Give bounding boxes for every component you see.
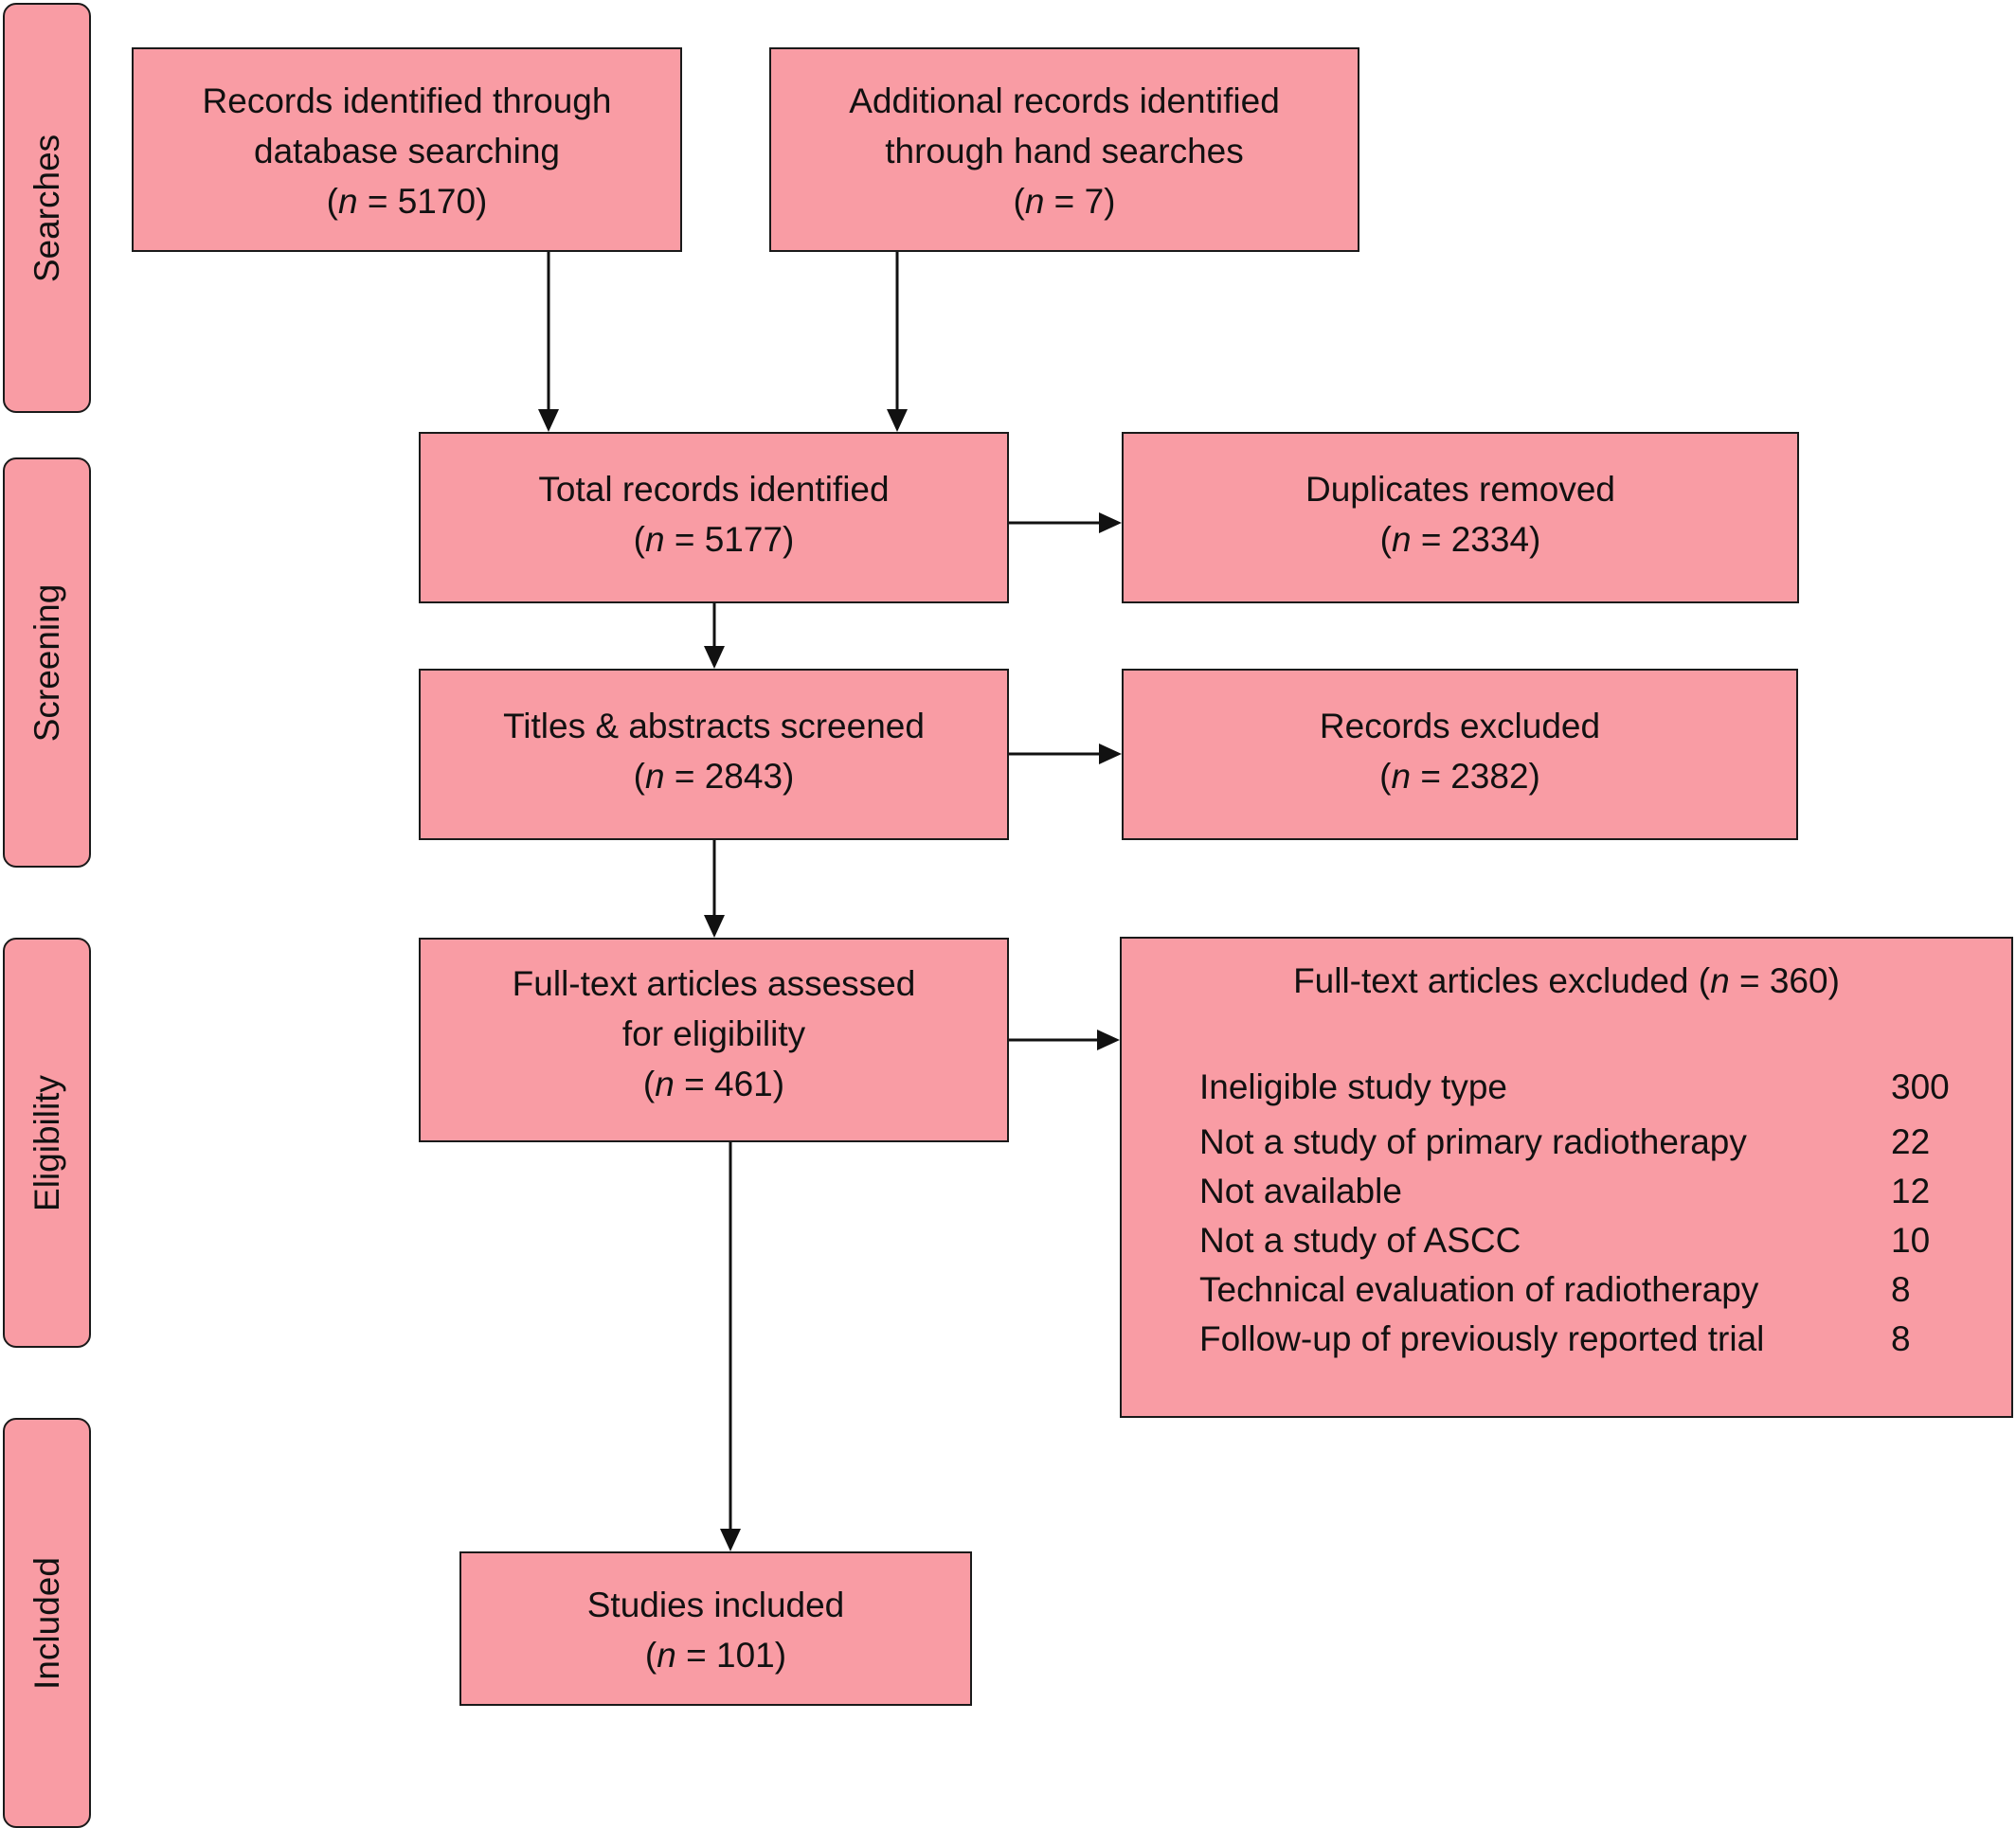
hand-search-records-box: Additional records identified through ha… xyxy=(769,47,1359,252)
database-records-line-1: Records identified through xyxy=(202,81,612,120)
fulltext-assessed-count: (n = 461) xyxy=(642,1065,785,1103)
stage-included: Included xyxy=(3,1418,91,1828)
screened-line-1: Titles & abstracts screened xyxy=(503,707,925,745)
total-records-line-1: Total records identified xyxy=(538,470,890,509)
arrowhead-total-to-duplicates xyxy=(1099,512,1122,533)
database-records-box: Records identified through database sear… xyxy=(132,47,682,252)
fulltext-assessed-line-1: Full-text articles assessed xyxy=(512,964,916,1003)
total-records-count: (n = 5177) xyxy=(633,520,795,559)
exclusion-reason-count: 12 xyxy=(1891,1172,1931,1210)
records-excluded-box: Records excluded (n = 2382) xyxy=(1122,669,1798,840)
exclusion-reason-row: Not available 12 xyxy=(1199,1167,1967,1216)
database-records-line-2: database searching xyxy=(254,132,560,170)
arrowhead-hand-to-total xyxy=(887,409,908,432)
hand-search-count: (n = 7) xyxy=(1013,182,1116,221)
arrowhead-fulltext-to-included xyxy=(720,1529,741,1551)
database-records-count: (n = 5170) xyxy=(326,182,488,221)
exclusion-reason-count: 8 xyxy=(1891,1270,1911,1309)
duplicates-removed-line-1: Duplicates removed xyxy=(1305,470,1615,509)
exclusion-reason-label: Follow-up of previously reported trial xyxy=(1199,1319,1765,1358)
stage-eligibility: Eligibility xyxy=(3,938,91,1348)
exclusion-reason-row: Ineligible study type 300 xyxy=(1199,1057,1967,1118)
exclusion-reason-row: Technical evaluation of radiotherapy 8 xyxy=(1199,1265,1967,1315)
studies-included-count: (n = 101) xyxy=(644,1636,787,1675)
exclusion-reason-label: Not a study of ASCC xyxy=(1199,1221,1521,1260)
records-excluded-line-1: Records excluded xyxy=(1319,707,1601,745)
exclusion-reason-row: Not a study of ASCC 10 xyxy=(1199,1216,1967,1265)
fulltext-assessed-box: Full-text articles assessed for eligibil… xyxy=(419,938,1009,1142)
screened-box: Titles & abstracts screened (n = 2843) xyxy=(419,669,1009,840)
exclusion-reason-label: Technical evaluation of radiotherapy xyxy=(1199,1270,1759,1309)
studies-included-box: Studies included (n = 101) xyxy=(459,1551,972,1706)
exclusion-reason-count: 22 xyxy=(1891,1122,1931,1161)
exclusion-reason-count: 300 xyxy=(1891,1067,1950,1106)
duplicates-removed-count: (n = 2334) xyxy=(1379,520,1541,559)
exclusion-reason-count: 10 xyxy=(1891,1221,1931,1260)
exclusion-reason-count: 8 xyxy=(1891,1319,1911,1358)
duplicates-removed-box: Duplicates removed (n = 2334) xyxy=(1122,432,1799,603)
screened-count: (n = 2843) xyxy=(633,757,795,796)
total-records-box: Total records identified (n = 5177) xyxy=(419,432,1009,603)
exclusion-reasons-list: Ineligible study type 300 Not a study of… xyxy=(1199,1057,1967,1364)
arrowhead-fulltext-to-fulltext-excluded xyxy=(1097,1030,1120,1050)
records-excluded-count: (n = 2382) xyxy=(1379,757,1540,796)
arrowhead-database-to-total xyxy=(538,409,559,432)
arrowhead-total-to-screened xyxy=(704,646,725,669)
arrowhead-screened-to-excluded xyxy=(1099,744,1122,764)
hand-search-line-2: through hand searches xyxy=(885,132,1244,170)
arrowhead-screened-to-fulltext xyxy=(704,915,725,938)
fulltext-assessed-line-2: for eligibility xyxy=(621,1014,806,1053)
exclusion-reason-label: Not available xyxy=(1199,1172,1402,1210)
studies-included-line-1: Studies included xyxy=(586,1586,845,1624)
stage-searches: Searches xyxy=(3,3,91,413)
stage-screening: Screening xyxy=(3,457,91,868)
exclusion-reason-row: Follow-up of previously reported trial 8 xyxy=(1199,1315,1967,1364)
exclusion-reason-label: Not a study of primary radiotherapy xyxy=(1199,1122,1747,1161)
exclusion-reason-row: Not a study of primary radiotherapy 22 xyxy=(1199,1118,1967,1167)
exclusion-reason-label: Ineligible study type xyxy=(1199,1067,1507,1106)
hand-search-line-1: Additional records identified xyxy=(849,81,1280,120)
fulltext-excluded-box: Full-text articles excluded (n = 360) In… xyxy=(1120,937,2013,1418)
fulltext-excluded-title: Full-text articles excluded (n = 360) xyxy=(1293,961,1840,1000)
